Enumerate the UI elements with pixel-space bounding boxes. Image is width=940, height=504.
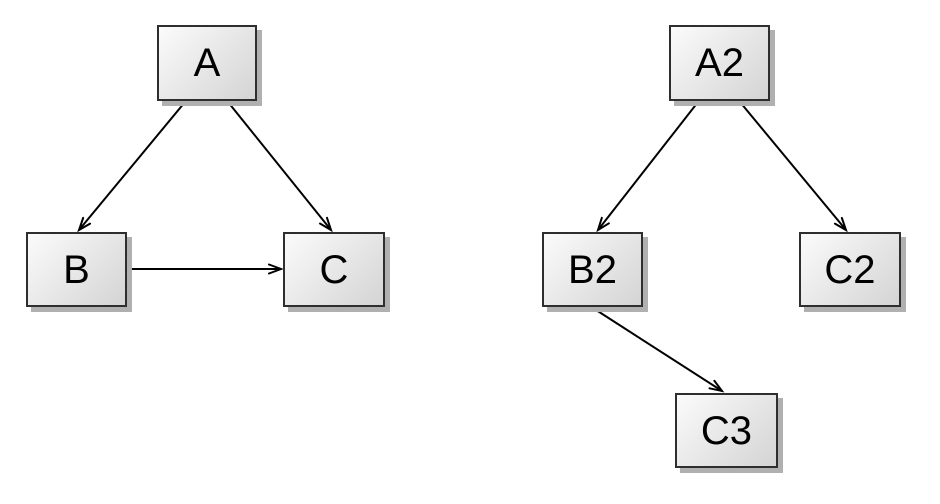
node-label: C [319,247,349,292]
node-label: A2 [695,41,744,85]
node-B2[interactable]: B2 [542,232,643,307]
edge-A-B[interactable] [77,101,186,233]
node-label: B2 [568,247,617,292]
edge-groups [77,101,848,393]
edge-B2-C3[interactable] [592,307,725,393]
node-B[interactable]: B [26,232,127,307]
node-A2[interactable]: A2 [669,25,770,101]
node-C3[interactable]: C3 [675,393,778,468]
node-C[interactable]: C [283,232,385,307]
node-A[interactable]: A [157,25,257,101]
edge-A2-C2[interactable] [739,101,848,233]
node-C2[interactable]: C2 [799,232,901,307]
edge-A2-B2[interactable] [596,101,699,233]
node-label: C2 [824,247,876,292]
node-label: B [63,247,90,292]
node-label: C3 [700,408,753,453]
node-label: A [193,41,221,85]
edge-A-C[interactable] [227,101,333,233]
